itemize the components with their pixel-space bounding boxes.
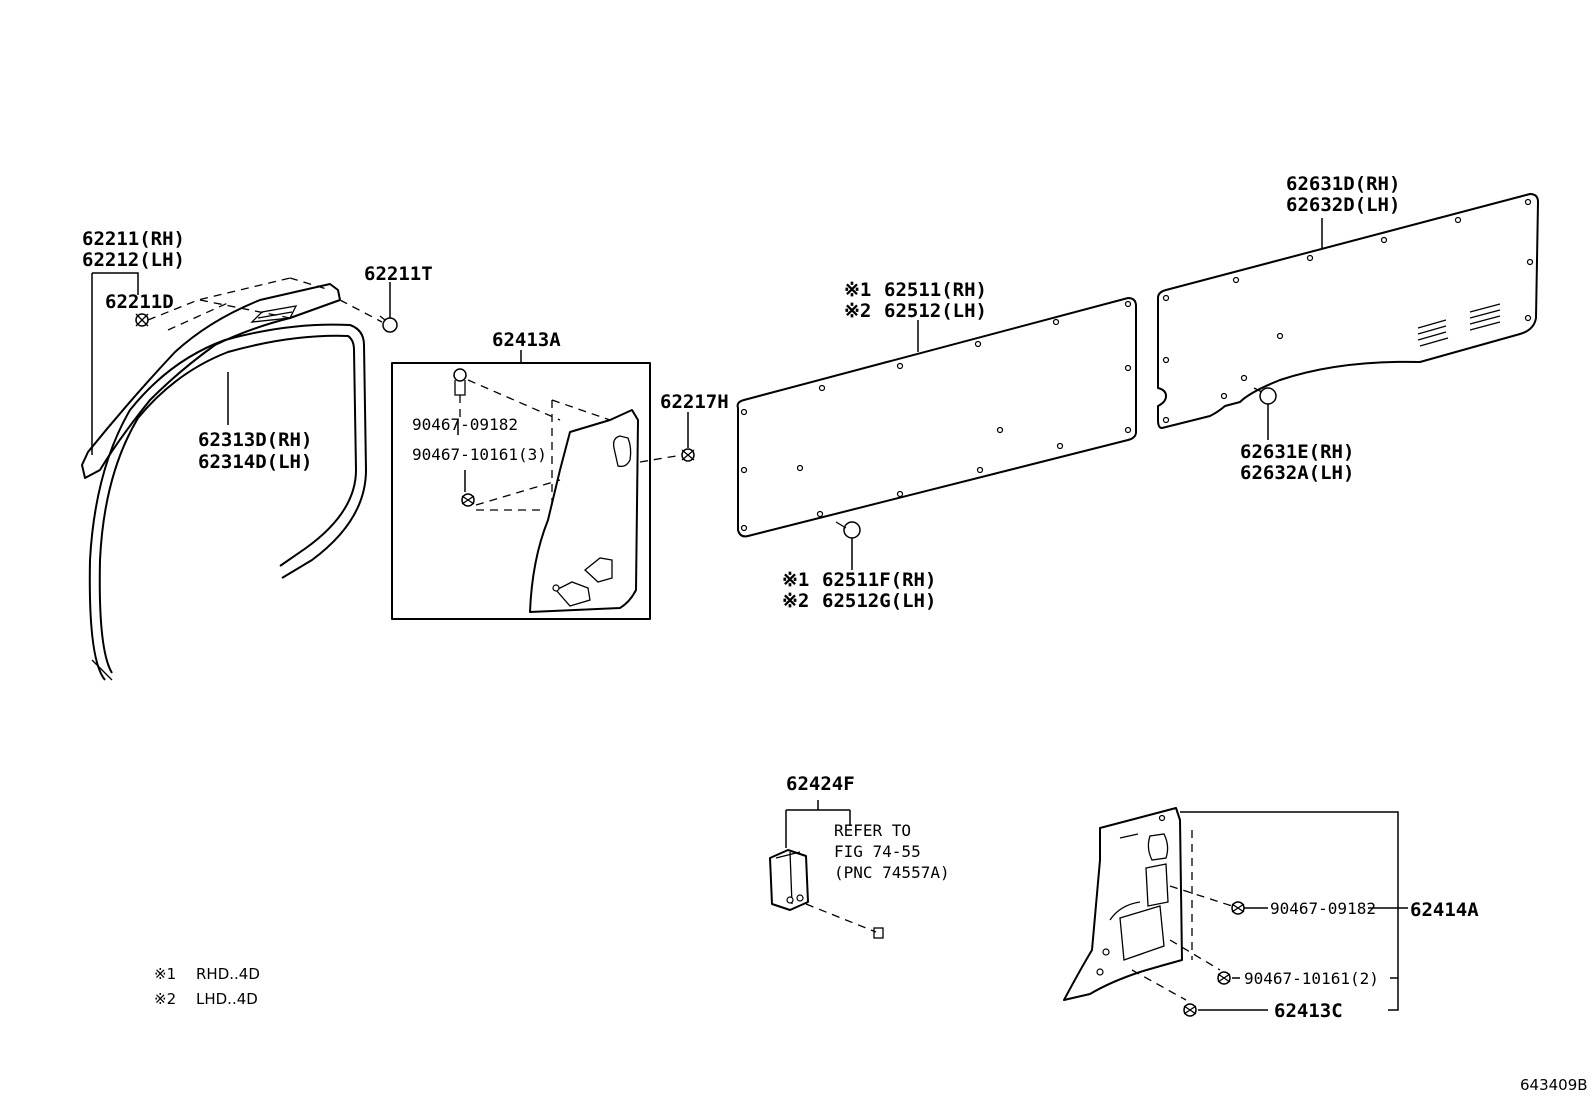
clip-62631E [1253, 387, 1277, 440]
label-90467-09182-b: 90467-09182 [1270, 899, 1376, 918]
rear-panel-62631D [1157, 193, 1539, 429]
label-62512-lh: 62512(LH) [884, 300, 987, 322]
clip-62211D [135, 313, 149, 327]
side-panel-62511 [736, 297, 1137, 538]
label-62632D-lh: 62632D(LH) [1286, 194, 1400, 216]
label-62413A: 62413A [492, 329, 561, 351]
label-90467-09182-a: 90467-09182 [412, 415, 518, 434]
clip-62211T [379, 315, 398, 333]
label-62217H: 62217H [660, 391, 729, 413]
clip-62511F [835, 521, 861, 570]
label-62413C: 62413C [1274, 1000, 1343, 1022]
label-62313D-rh: 62313D(RH) [198, 429, 312, 451]
label-62632A-lh: 62632A(LH) [1240, 462, 1354, 484]
label-62631D-rh: 62631D(RH) [1286, 173, 1400, 195]
note-mark-2-a: ※2 [844, 300, 871, 322]
clip-90467-09182-b [1231, 901, 1245, 915]
label-62512G-lh: 62512G(LH) [822, 590, 936, 612]
legend-mark-2: ※2 [154, 990, 176, 1008]
label-90467-10161-2: 90467-10161(2) [1244, 969, 1379, 988]
note-mark-1-b: ※1 [782, 569, 809, 591]
legend-text-1: RHD..4D [196, 965, 260, 983]
note-mark-1-a: ※1 [844, 279, 871, 301]
clip-90467-10161-b [1217, 971, 1231, 985]
label-62511-rh: 62511(RH) [884, 279, 987, 301]
quarter-trim-box-62413A [391, 350, 651, 620]
label-62314D-lh: 62314D(LH) [198, 451, 312, 473]
legend-mark-1: ※1 [154, 965, 176, 983]
refer-line-2: FIG 74-55 [834, 842, 921, 861]
label-62211T: 62211T [364, 263, 433, 285]
note-mark-2-b: ※2 [782, 590, 809, 612]
label-90467-10161-3: 90467-10161(3) [412, 445, 547, 464]
quarter-trim-62414A [1063, 807, 1408, 1017]
figure-id: 643409B [1520, 1076, 1588, 1094]
label-62631E-rh: 62631E(RH) [1240, 441, 1354, 463]
bracket-62424F [769, 800, 884, 939]
label-62511F-rh: 62511F(RH) [822, 569, 936, 591]
label-62424F: 62424F [786, 773, 855, 795]
label-62414A: 62414A [1410, 899, 1479, 921]
label-62211-rh: 62211(RH) [82, 228, 185, 250]
label-62212-lh: 62212(LH) [82, 249, 185, 271]
legend-text-2: LHD..4D [196, 990, 258, 1008]
label-62211D: 62211D [105, 291, 174, 313]
refer-line-3: (PNC 74557A) [834, 863, 950, 882]
clip-62413C [1183, 1003, 1197, 1017]
clip-62217H [639, 412, 695, 463]
door-opening-trim [88, 323, 367, 681]
refer-line-1: REFER TO [834, 821, 911, 840]
